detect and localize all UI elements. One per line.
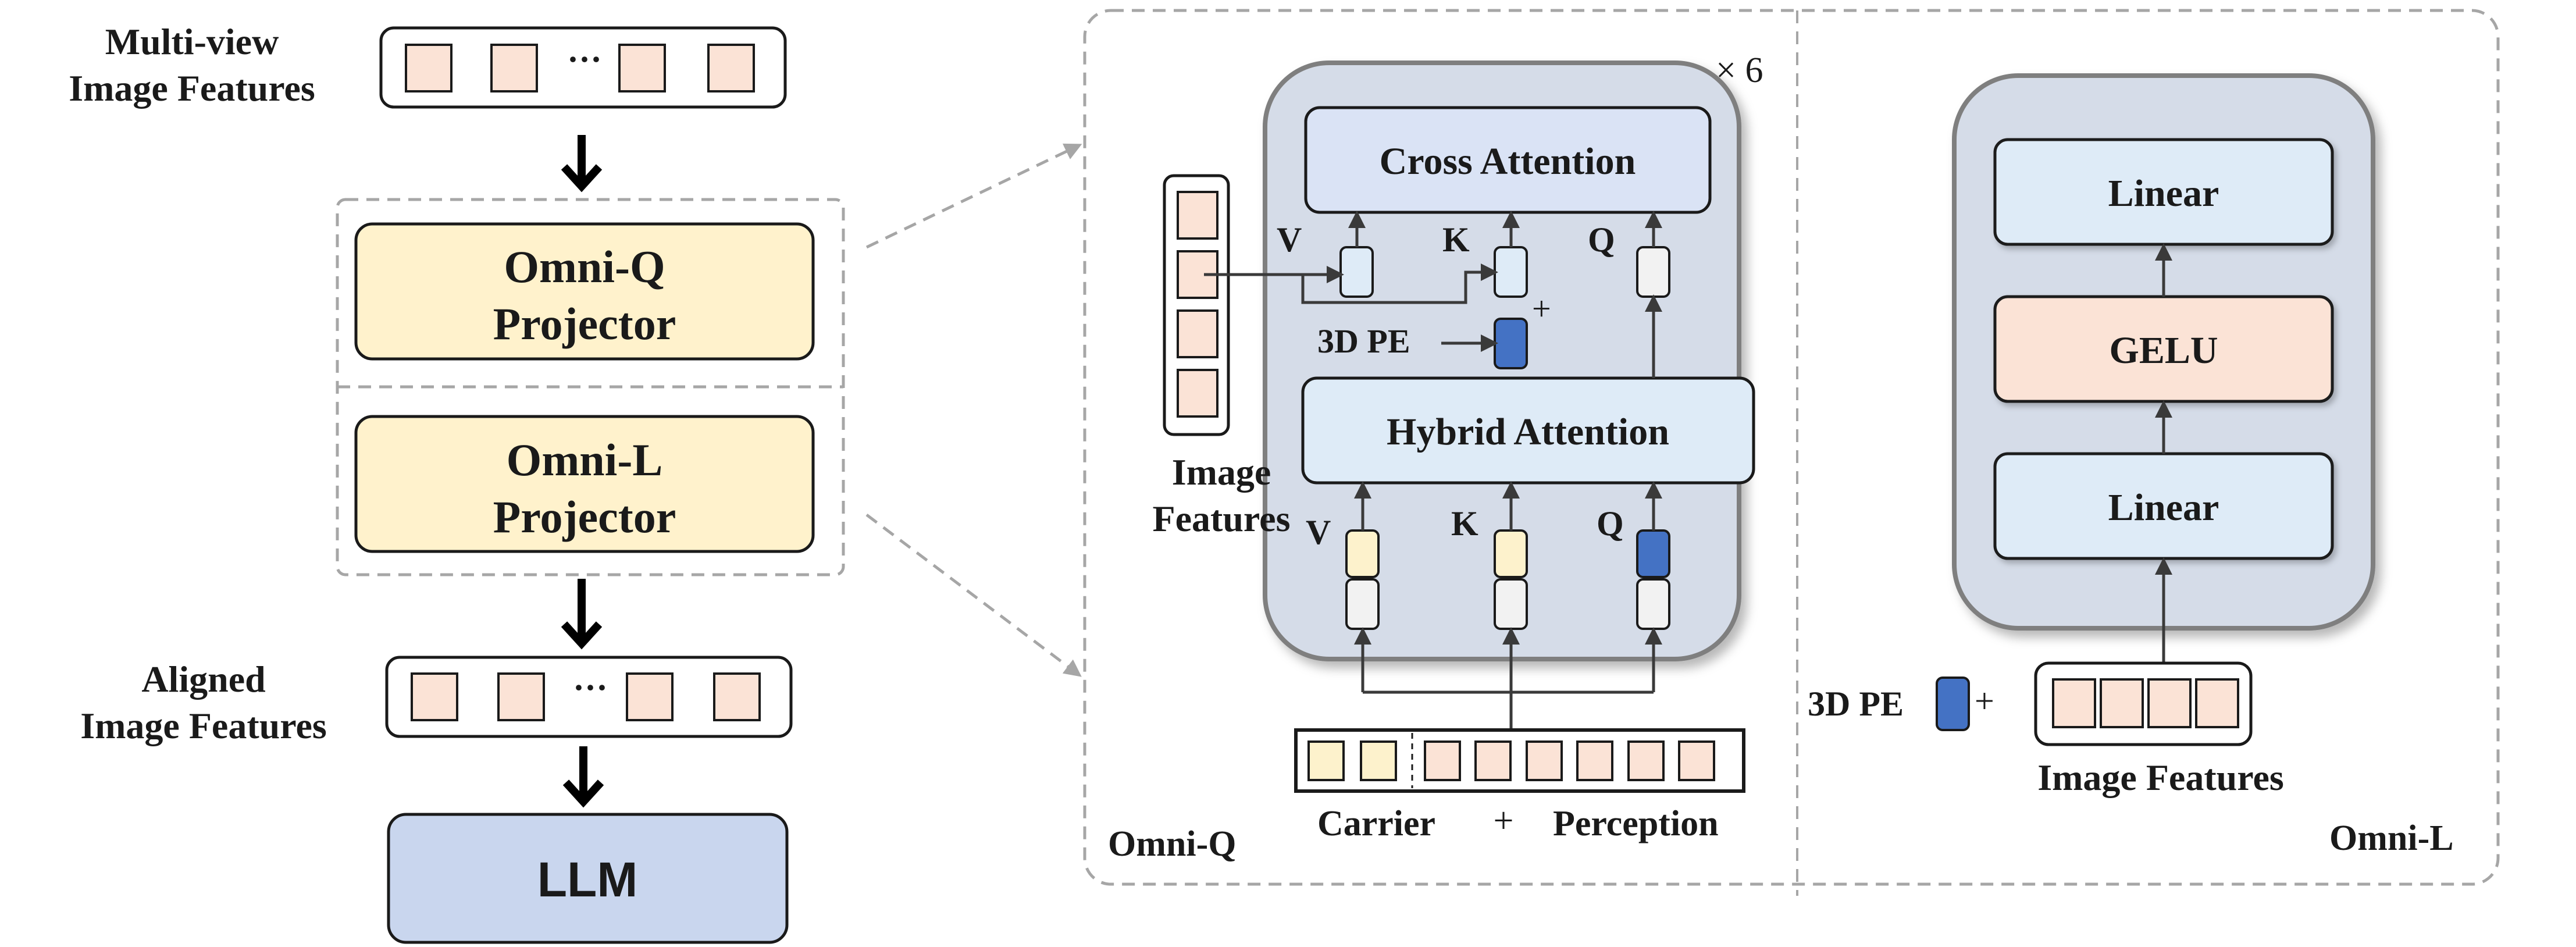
zoom-connector-bottom bbox=[865, 514, 1082, 677]
v-token-top bbox=[1339, 246, 1374, 298]
pe-label-l: 3D PE bbox=[1808, 685, 1904, 723]
perception-token bbox=[1526, 740, 1563, 781]
pe-plus-l: + bbox=[1975, 682, 1994, 720]
llm-box bbox=[387, 813, 789, 944]
llm-label: LLM bbox=[537, 852, 638, 907]
token bbox=[490, 44, 538, 92]
carrier-token bbox=[1307, 740, 1345, 781]
token bbox=[2100, 678, 2144, 728]
hybrid-attention-box bbox=[1301, 376, 1755, 485]
arrow-down bbox=[562, 779, 604, 808]
omni-q-projector-label: Omni-Q Projector bbox=[493, 241, 676, 349]
linear-bottom-label: Linear bbox=[2108, 486, 2219, 529]
arrow-down bbox=[561, 621, 603, 650]
image-features-column bbox=[1163, 174, 1230, 436]
q-label-bottom: Q bbox=[1597, 504, 1624, 543]
detail-frame bbox=[1083, 9, 2500, 886]
pe-label-q: 3D PE bbox=[1317, 322, 1410, 360]
aligned-token-strip bbox=[385, 656, 793, 738]
omni-l-projector-box bbox=[354, 415, 815, 553]
input-features-label: Multi-view Image Features bbox=[69, 21, 315, 109]
q-label-top: Q bbox=[1588, 220, 1615, 259]
omni-q-projector-box bbox=[354, 222, 815, 361]
pe-plus-q: + bbox=[1532, 290, 1551, 327]
perception-token bbox=[1424, 740, 1461, 781]
image-features-label-l: Image Features bbox=[2037, 757, 2284, 798]
arrow-features-to-k bbox=[1301, 264, 1498, 304]
ellipsis-top: ··· bbox=[566, 40, 603, 79]
perception-token bbox=[1474, 740, 1512, 781]
v-label-top: V bbox=[1277, 220, 1302, 259]
perception-token bbox=[1678, 740, 1715, 781]
input-token-strip bbox=[379, 26, 787, 109]
perception-token bbox=[1627, 740, 1665, 781]
omni-l-projector-label: Omni-L Projector bbox=[493, 435, 676, 542]
token bbox=[497, 672, 545, 721]
pe-token-l bbox=[1936, 677, 1970, 731]
perception-token bbox=[1576, 740, 1613, 781]
linear-top-label: Linear bbox=[2108, 172, 2219, 215]
token bbox=[405, 44, 453, 92]
carrier-perception-strip bbox=[1294, 728, 1745, 793]
carrier-token bbox=[1360, 740, 1397, 781]
token bbox=[618, 44, 666, 92]
token bbox=[1177, 191, 1218, 240]
omni-l-feature-strip bbox=[2034, 661, 2253, 746]
carrier-plus: + bbox=[1493, 801, 1514, 841]
k-label-top: K bbox=[1442, 220, 1470, 259]
token bbox=[2052, 678, 2096, 728]
k-token-bottom bbox=[1494, 529, 1528, 578]
k-token-top bbox=[1494, 246, 1528, 298]
v-token-bottom bbox=[1345, 529, 1380, 578]
carrier-label: Carrier bbox=[1317, 804, 1436, 843]
q-token-bottom bbox=[1636, 529, 1670, 578]
token bbox=[2195, 678, 2239, 728]
perception-label: Perception bbox=[1553, 804, 1719, 843]
q-token-top bbox=[1636, 246, 1670, 298]
repeat-label: × 6 bbox=[1716, 51, 1763, 90]
zoom-connector-top bbox=[865, 143, 1082, 249]
k-token-bottom-base bbox=[1494, 578, 1528, 630]
token bbox=[626, 672, 674, 721]
k-label-bottom: K bbox=[1451, 504, 1478, 543]
v-label-bottom: V bbox=[1306, 513, 1331, 551]
token bbox=[2147, 678, 2192, 728]
cross-attention-label: Cross Attention bbox=[1379, 140, 1636, 183]
pe-token bbox=[1494, 318, 1528, 369]
omni-l-panel-label: Omni-L bbox=[2329, 818, 2454, 858]
ellipsis-bottom: ··· bbox=[572, 668, 608, 707]
hybrid-attention-label: Hybrid Attention bbox=[1387, 411, 1669, 453]
arrow-down bbox=[561, 164, 603, 193]
token bbox=[411, 672, 458, 721]
token bbox=[713, 672, 761, 721]
gelu-label: GELU bbox=[2109, 329, 2218, 372]
image-features-label-q: Image Features bbox=[1152, 451, 1291, 539]
aligned-features-label: Aligned Image Features bbox=[80, 658, 327, 746]
omni-q-panel-label: Omni-Q bbox=[1108, 824, 1237, 864]
token bbox=[707, 44, 755, 92]
token bbox=[1177, 309, 1218, 358]
v-token-bottom-base bbox=[1345, 578, 1380, 630]
fan-in-lines bbox=[1363, 690, 1654, 730]
q-token-bottom-base bbox=[1636, 578, 1670, 630]
token bbox=[1177, 369, 1218, 418]
